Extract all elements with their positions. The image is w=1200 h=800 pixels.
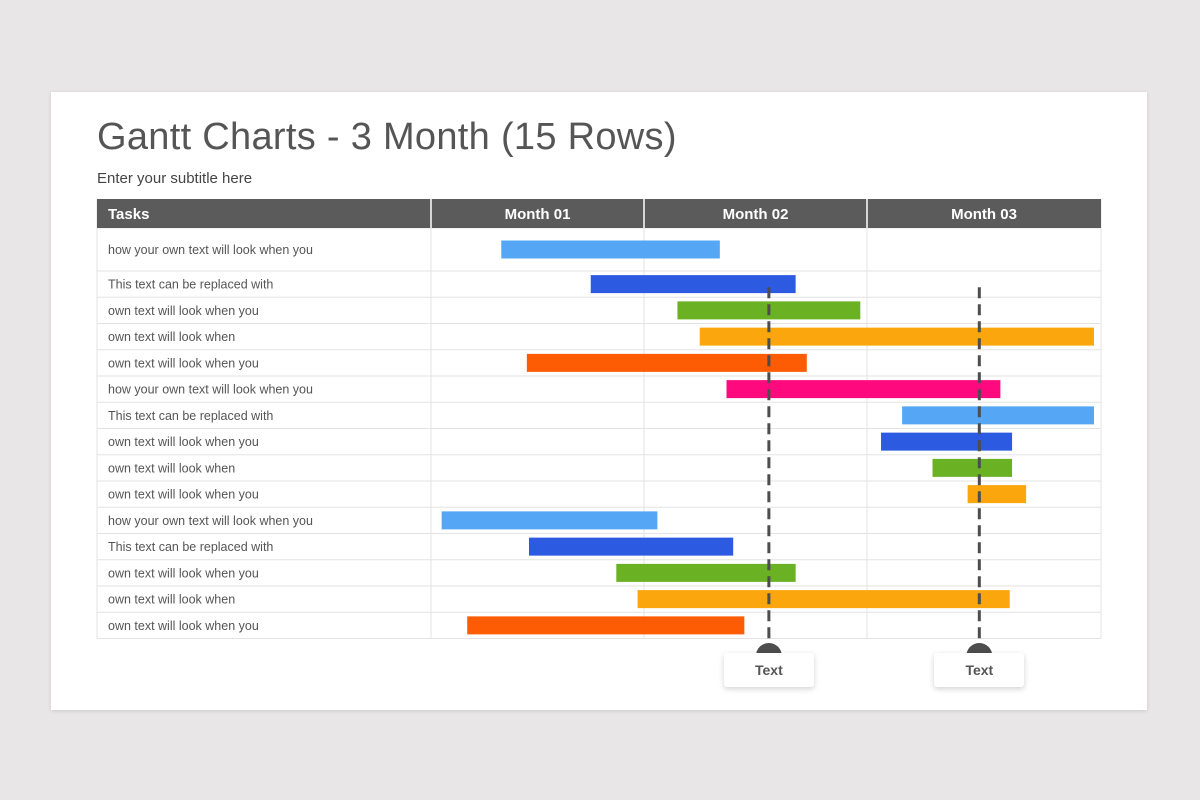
- task-label: own text will look when you: [108, 356, 259, 370]
- gantt-bar: [616, 563, 796, 582]
- gantt-bar: [441, 511, 658, 530]
- month-header: Month 01: [505, 206, 571, 223]
- marker-label[interactable]: Text: [934, 653, 1025, 687]
- task-label: how your own text will look when you: [108, 514, 313, 528]
- task-label: own text will look when you: [108, 619, 259, 633]
- task-label: how your own text will look when you: [108, 383, 313, 397]
- task-label: own text will look when you: [108, 435, 259, 449]
- gantt-bar: [902, 406, 1094, 425]
- header-background: [97, 199, 1101, 228]
- gantt-bar: [726, 380, 1001, 399]
- gantt-bar: [590, 275, 796, 294]
- task-label: own text will look when: [108, 330, 235, 344]
- gantt-bar: [881, 432, 1013, 451]
- task-label: own text will look when: [108, 593, 235, 607]
- gantt-bar: [967, 485, 1027, 504]
- gantt-bar: [699, 327, 1094, 346]
- task-label: This text can be replaced with: [108, 540, 273, 554]
- chart-title: Gantt Charts - 3 Month (15 Rows): [97, 116, 677, 158]
- gantt-bar: [932, 458, 1013, 477]
- gantt-bar: [526, 353, 807, 372]
- task-label: own text will look when: [108, 461, 235, 475]
- gantt-bar: [501, 240, 720, 259]
- gantt-bar: [467, 616, 745, 635]
- slide-canvas: Gantt Charts - 3 Month (15 Rows) Enter y…: [51, 92, 1147, 710]
- task-label: how your own text will look when you: [108, 243, 313, 257]
- tasks-header: Tasks: [108, 206, 149, 223]
- task-label: own text will look when you: [108, 488, 259, 502]
- marker-label[interactable]: Text: [723, 653, 814, 687]
- month-header: Month 03: [951, 206, 1017, 223]
- month-header: Month 02: [723, 206, 789, 223]
- task-label: This text can be replaced with: [108, 409, 273, 423]
- task-label: This text can be replaced with: [108, 278, 273, 292]
- task-label: own text will look when you: [108, 304, 259, 318]
- gantt-bar: [637, 590, 1010, 609]
- task-label: own text will look when you: [108, 566, 259, 580]
- gantt-bar: [528, 537, 734, 556]
- chart-subtitle: Enter your subtitle here: [97, 170, 253, 187]
- gantt-chart: Tasks Month 01 Month 02 Month 03 how your o…: [96, 199, 1102, 669]
